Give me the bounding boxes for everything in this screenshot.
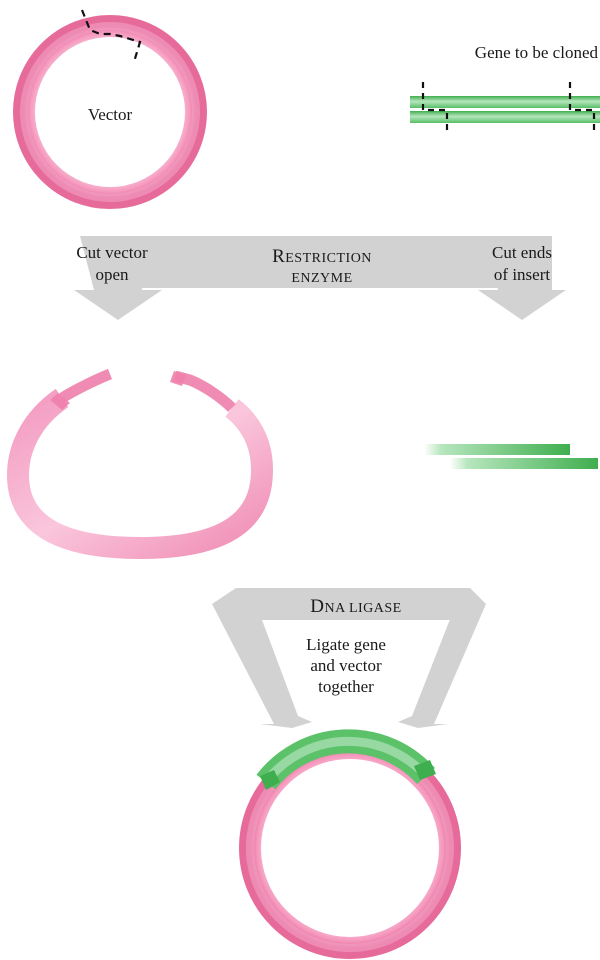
dna-ligase-label: DNA LIGASE	[310, 596, 401, 617]
ligase-rest-text: NA LIGASE	[325, 601, 402, 616]
svg-text:RESTRICTION: RESTRICTION	[272, 246, 372, 267]
cut-vector-line2: open	[95, 265, 129, 284]
ligate-line2: and vector	[310, 656, 382, 675]
ligate-line3: together	[318, 677, 374, 696]
gene-dna-strands	[410, 96, 600, 123]
restriction-arrow	[74, 236, 566, 320]
opened-vector-sticky-ends	[50, 371, 186, 410]
opened-vector	[6, 368, 274, 560]
restriction-line2: ENZYME	[291, 271, 352, 286]
inserted-gene-segment	[256, 729, 436, 790]
restriction-enzyme-label: RESTRICTION ENZYME	[272, 246, 372, 286]
vector-cut-marks	[80, 9, 142, 63]
cut-insert-fragment	[424, 444, 598, 469]
cut-vector-line1: Cut vector	[76, 243, 148, 262]
cut-ends-line2: of insert	[494, 265, 550, 284]
restriction-rest-text: ESTRICTION	[285, 251, 372, 266]
ligate-line1: Ligate gene	[306, 635, 386, 654]
ligase-arrow	[212, 588, 486, 728]
vector-label: Vector	[88, 105, 133, 124]
gene-cut-marks	[421, 82, 596, 132]
vector-plasmid	[13, 15, 207, 209]
ligase-cap-letter: D	[310, 596, 324, 617]
svg-text:DNA LIGASE: DNA LIGASE	[310, 596, 401, 617]
gene-label: Gene to be cloned	[475, 43, 599, 62]
cut-ends-line1: Cut ends	[492, 243, 552, 262]
restriction-cap-letter: R	[272, 246, 285, 267]
